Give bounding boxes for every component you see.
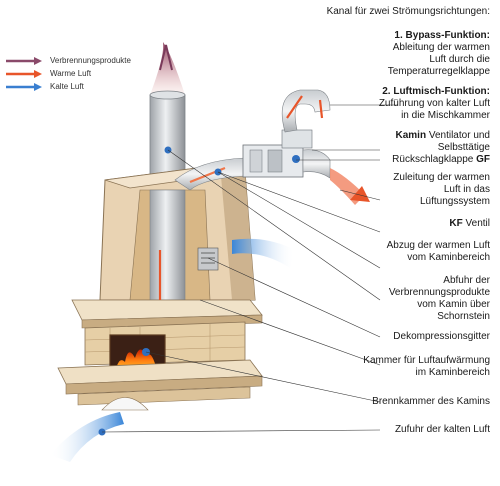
callout-fan: Kamin Ventilator und Selbsttätige Rücksc… [392,130,490,165]
side-cold-air-stream [232,238,295,268]
smoke-plume [150,42,185,95]
decompression-grille [197,247,219,271]
legend-swatches [6,57,42,91]
bypass-duct [281,89,331,133]
diagram-header: Kanal für zwei Strömungsrichtungen: [326,6,490,17]
callout-mix: 2. Luftmisch-Funktion: Zuführung von kal… [378,86,490,121]
legend-cold-air: Kalte Luft [50,82,84,91]
combustion-arrow-top [159,44,173,71]
legend-warm-air: Warme Luft [50,69,92,78]
callout-chamber: Kammer für Luftaufwärmung im Kaminbereic… [363,355,490,378]
callout-valve: KF Ventil [449,218,490,229]
callout-firebox: Brennkammer des Kamins [372,396,490,407]
leader-lines [101,104,398,433]
supply-duct [302,149,331,179]
callout-bypass: 1. Bypass-Funktion: Ableitung der warmen… [387,30,490,77]
legend-combustion: Verbrennungsprodukte [50,56,131,65]
callout-intake: Zufuhr der kalten Luft [394,424,490,435]
callout-supply: Zuleitung der warmen Luft in das Lüftung… [393,172,490,207]
callout-flue: Abfuhr der Verbrennungsprodukte vom Kami… [388,275,490,322]
cold-air-intake-arch [101,397,149,411]
callout-warm-exhaust: Abzug der warmen Luft vom Kaminbereich [386,240,490,263]
bypass-box [281,129,313,149]
callout-grid: Dekompressionsgitter [393,331,490,342]
cold-air-intake-stream [50,412,124,462]
